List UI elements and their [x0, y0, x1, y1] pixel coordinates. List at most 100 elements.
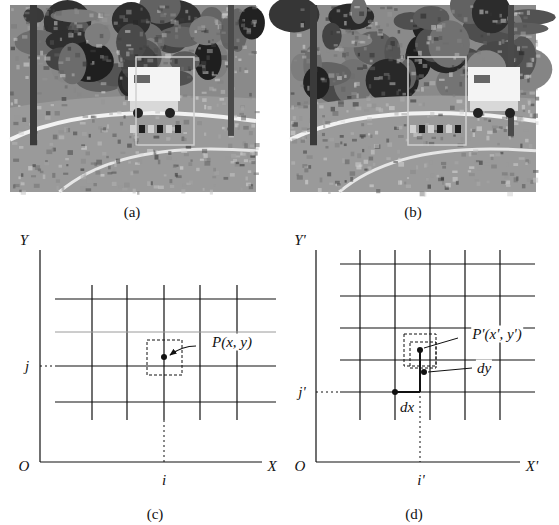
texture: [117, 111, 121, 114]
texture: [146, 19, 149, 23]
texture: [452, 65, 454, 68]
texture: [133, 171, 138, 174]
texture: [346, 29, 352, 33]
texture: [440, 137, 443, 140]
texture: [526, 36, 532, 38]
texture: [218, 134, 221, 138]
point: [417, 347, 423, 353]
texture: [394, 112, 398, 116]
grid-line: [236, 285, 237, 420]
texture: [525, 162, 527, 165]
texture: [176, 121, 180, 125]
texture: [499, 41, 502, 45]
texture: [536, 54, 541, 57]
texture: [533, 88, 537, 90]
texture: [11, 102, 13, 105]
texture: [129, 136, 131, 138]
texture: [96, 160, 102, 165]
marker: [410, 125, 416, 133]
texture: [502, 172, 508, 175]
texture: [240, 151, 242, 155]
texture: [10, 91, 14, 95]
texture: [118, 62, 123, 67]
texture: [11, 24, 17, 28]
texture: [112, 134, 116, 137]
texture: [126, 10, 131, 15]
texture: [490, 154, 495, 157]
grid-line: [126, 285, 127, 420]
texture: [235, 162, 241, 166]
grid-line: [55, 401, 276, 402]
texture: [81, 146, 87, 150]
texture: [499, 14, 501, 18]
texture: [350, 171, 355, 175]
texture: [431, 25, 436, 30]
texture: [386, 23, 389, 26]
texture: [114, 22, 118, 25]
texture: [120, 122, 123, 126]
texture: [307, 86, 309, 91]
texture: [306, 59, 310, 64]
texture: [96, 171, 101, 175]
texture: [397, 150, 400, 154]
texture: [14, 99, 17, 104]
texture: [155, 116, 159, 119]
offset-line: [395, 391, 420, 393]
texture: [529, 144, 533, 149]
texture: [236, 39, 239, 42]
axis-label: Y: [19, 232, 29, 249]
texture: [368, 133, 370, 135]
texture: [140, 32, 143, 37]
texture: [133, 139, 135, 142]
texture: [107, 172, 112, 174]
texture: [325, 146, 328, 149]
texture: [106, 156, 108, 158]
texture: [169, 60, 172, 63]
tree: [85, 23, 111, 47]
texture: [299, 116, 302, 121]
texture: [457, 68, 459, 72]
texture: [521, 118, 524, 122]
grid-line: [199, 285, 200, 420]
texture: [441, 162, 446, 165]
texture: [167, 156, 172, 159]
ground: [10, 95, 256, 192]
texture: [410, 170, 416, 174]
texture: [127, 144, 132, 148]
texture: [349, 12, 352, 16]
texture: [255, 111, 260, 113]
texture: [238, 59, 241, 61]
texture: [91, 162, 96, 164]
texture: [368, 9, 372, 11]
texture: [473, 133, 475, 137]
texture: [133, 20, 138, 25]
texture: [470, 5, 473, 7]
texture: [432, 137, 436, 139]
texture: [416, 165, 418, 169]
texture: [181, 67, 184, 71]
texture: [406, 185, 411, 188]
texture: [360, 134, 366, 137]
texture: [428, 185, 431, 189]
tree: [189, 16, 224, 45]
texture: [487, 181, 490, 184]
texture: [531, 104, 535, 107]
panel-label: (c): [146, 506, 165, 523]
texture: [189, 69, 191, 71]
texture: [452, 171, 457, 173]
texture: [219, 25, 224, 30]
texture: [413, 49, 417, 51]
texture: [510, 173, 514, 176]
texture: [528, 110, 530, 113]
texture: [454, 161, 458, 164]
guide-line: [164, 420, 165, 462]
texture: [51, 148, 54, 151]
texture: [369, 84, 371, 88]
texture: [214, 184, 216, 186]
texture: [423, 141, 426, 145]
texture: [357, 153, 361, 158]
tree: [194, 40, 221, 81]
texture: [14, 38, 18, 41]
texture: [214, 19, 218, 23]
texture: [335, 143, 340, 147]
